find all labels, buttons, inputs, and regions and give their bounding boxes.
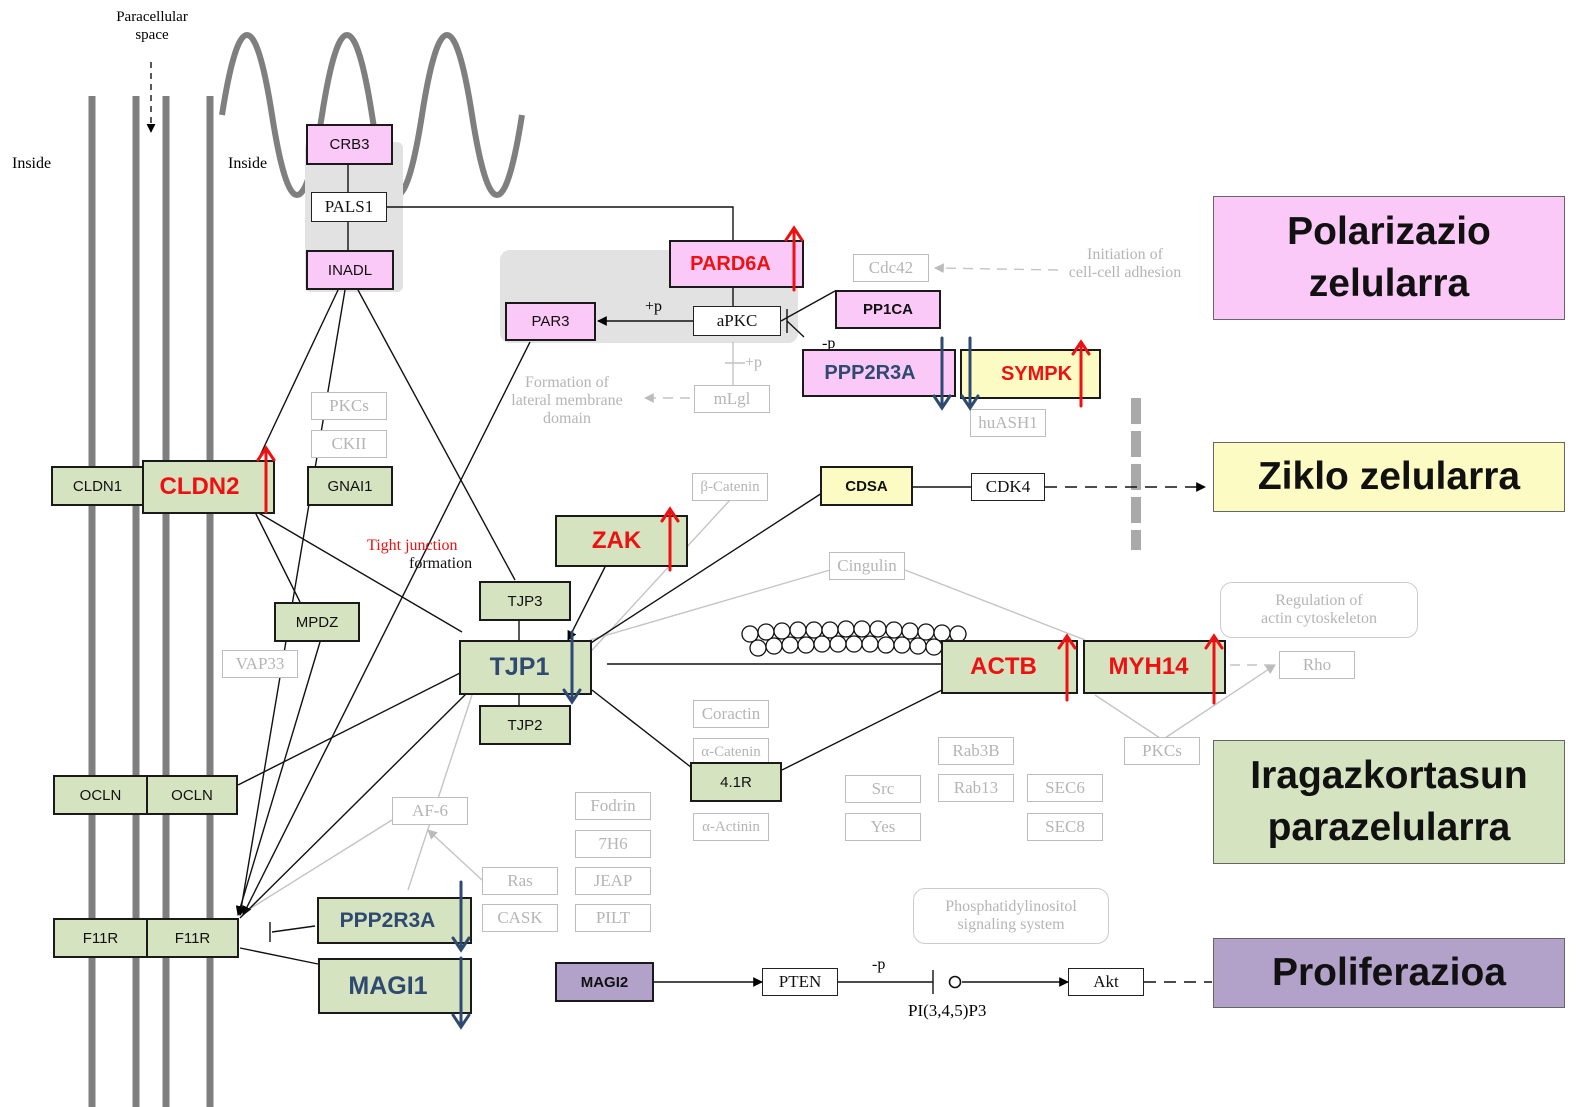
gene-inadl[interactable]: INADL — [306, 250, 394, 290]
initiation-line1: Initiation of — [1087, 246, 1163, 263]
gene-cask: CASK — [482, 904, 558, 932]
gene-ras: Ras — [482, 867, 558, 895]
gene-vap33: VAP33 — [222, 650, 298, 678]
gene-ocln-1[interactable]: OCLN — [53, 775, 148, 815]
gene-coractin: Coractin — [693, 700, 769, 728]
gene-ppp2r3a-bottom[interactable]: PPP2R3A — [317, 897, 472, 944]
gene-sympk[interactable]: SYMPK — [960, 349, 1101, 399]
gene-rab13: Rab13 — [938, 774, 1014, 802]
initiation-line2: cell-cell adhesion — [1068, 264, 1182, 281]
legend-proliferation: Proliferazioa — [1213, 938, 1565, 1008]
tight-junction-label: Tight junction — [367, 537, 458, 554]
gene-fodrin: Fodrin — [575, 792, 651, 820]
pip3-node — [948, 975, 962, 989]
gene-pkcs-right: PKCs — [1124, 737, 1200, 765]
gene-sec6: SEC6 — [1027, 774, 1103, 802]
gene-par3[interactable]: PAR3 — [505, 302, 596, 341]
actin-filament — [741, 620, 967, 657]
regulation-line1: Regulation of — [1275, 592, 1363, 609]
gene-magi1[interactable]: MAGI1 — [318, 958, 472, 1014]
minus-p-label-1: -p — [822, 335, 836, 352]
gene-magi2[interactable]: MAGI2 — [555, 962, 654, 1002]
gene-tjp1[interactable]: TJP1 — [459, 640, 592, 695]
formation-label: formation — [409, 555, 473, 572]
plus-p-label-1: +p — [645, 298, 663, 315]
paracellular-line1: Paracellular — [116, 9, 188, 25]
plus-p-label-2: +p — [745, 354, 763, 371]
gene-rho: Rho — [1279, 651, 1355, 679]
gene-pard6a[interactable]: PARD6A — [669, 240, 804, 288]
gene-f11r-1[interactable]: F11R — [53, 918, 148, 958]
gene-huash1: huASH1 — [970, 409, 1046, 437]
legend-polarization: Polarizazio zelularra — [1213, 196, 1565, 320]
legend-polarization-line2: zelularra — [1308, 262, 1470, 305]
minus-p-label-2: -p — [872, 956, 886, 973]
phospho-line1: Phosphatidylinositol — [945, 898, 1077, 915]
gene-tjp3[interactable]: TJP3 — [479, 581, 571, 621]
gene-pals1[interactable]: PALS1 — [311, 192, 387, 222]
gene-pkcs-left: PKCs — [311, 392, 387, 420]
gene-src: Src — [845, 775, 921, 803]
legend-cell-cycle: Ziklo zelularra — [1213, 442, 1565, 512]
gene-sec8: SEC8 — [1027, 813, 1103, 841]
gene-apkc[interactable]: aPKC — [693, 306, 781, 336]
gene-cldn1[interactable]: CLDN1 — [51, 466, 144, 506]
gene-ocln-2[interactable]: OCLN — [146, 775, 238, 815]
gene-mlgl: mLgl — [694, 385, 770, 413]
gene-ppp2r3a-top[interactable]: PPP2R3A — [802, 349, 956, 397]
gene-cldn2[interactable]: CLDN2 — [142, 460, 275, 514]
gene-f11r-2[interactable]: F11R — [146, 918, 239, 958]
legend-permeability-line2: parazelularra — [1267, 806, 1511, 849]
lateral-membrane-label: Formation of lateral membrane domain — [497, 374, 637, 428]
phosphatidylinositol-box: Phosphatidylinositol signaling system — [913, 888, 1109, 944]
legend-polarization-line1: Polarizazio — [1287, 210, 1491, 254]
gene-cdk4[interactable]: CDK4 — [971, 473, 1045, 501]
regulation-actin-box: Regulation of actin cytoskeleton — [1220, 582, 1418, 638]
gene-4-1r[interactable]: 4.1R — [690, 762, 782, 802]
gene-ckii: CKII — [311, 430, 387, 458]
gene-cingulin: Cingulin — [829, 552, 905, 580]
gene-pp1ca[interactable]: PP1CA — [835, 290, 941, 329]
paracellular-label: Paracellular space — [104, 8, 200, 44]
lateral-line3: domain — [543, 410, 591, 427]
gene-crb3[interactable]: CRB3 — [306, 124, 393, 165]
legend-permeability: Iragazkortasun parazelularra — [1213, 740, 1565, 864]
gene-af6: AF-6 — [392, 797, 468, 825]
initiation-label: Initiation of cell-cell adhesion — [1055, 246, 1195, 282]
gene-myh14[interactable]: MYH14 — [1083, 640, 1226, 694]
lateral-line1: Formation of — [525, 374, 609, 391]
gene-mpdz[interactable]: MPDZ — [274, 602, 360, 642]
gene-7h6: 7H6 — [575, 830, 651, 858]
phospho-line2: signaling system — [957, 916, 1065, 933]
gene-jeap: JEAP — [575, 867, 651, 895]
gene-gnai1[interactable]: GNAI1 — [307, 466, 393, 506]
gene-rab3b: Rab3B — [938, 737, 1014, 765]
gene-cdsa[interactable]: CDSA — [820, 466, 913, 506]
gene-alpha-catenin: α-Catenin — [693, 738, 769, 766]
gene-zak[interactable]: ZAK — [555, 515, 688, 567]
gene-yes: Yes — [845, 813, 921, 841]
lateral-line2: lateral membrane — [511, 392, 623, 409]
gene-beta-catenin: β-Catenin — [692, 473, 768, 501]
actin-wave — [219, 32, 525, 198]
gene-tjp2[interactable]: TJP2 — [479, 705, 571, 745]
legend-permeability-line1: Iragazkortasun — [1250, 754, 1528, 798]
pip3-label: PI(3,4,5)P3 — [908, 1001, 987, 1020]
gene-actb[interactable]: ACTB — [941, 640, 1078, 694]
gene-akt[interactable]: Akt — [1068, 968, 1144, 996]
gene-alpha-actinin: α-Actinin — [693, 813, 769, 841]
inside-label-left: Inside — [12, 155, 52, 172]
inside-label-right: Inside — [228, 155, 268, 172]
regulation-line2: actin cytoskeleton — [1261, 610, 1377, 627]
gene-pten[interactable]: PTEN — [762, 968, 838, 996]
gene-cdc42: Cdc42 — [853, 254, 929, 282]
gene-pilt: PILT — [575, 904, 651, 932]
paracellular-line2: space — [135, 27, 169, 43]
